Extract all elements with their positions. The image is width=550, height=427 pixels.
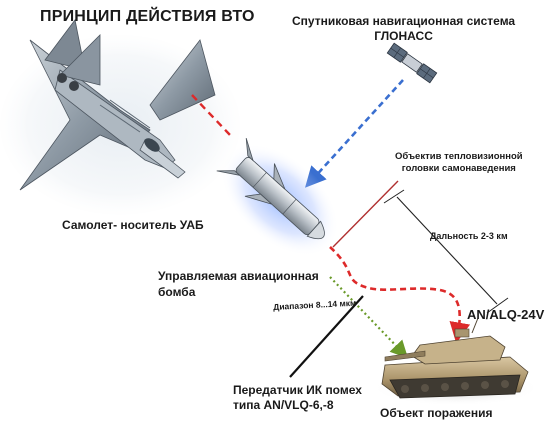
fighter-jet-icon [0, 19, 240, 215]
range-label: Дальность 2-3 км [430, 231, 508, 241]
range-extension-bottom [486, 297, 509, 314]
seeker-label-line2: головки самонаведения [401, 163, 516, 174]
tank-icon [372, 317, 540, 406]
target-label: Объект поражения [380, 406, 493, 420]
seeker-label-line1: Объектив тепловизионной [395, 151, 523, 162]
jammer-alq-label: AN/ALQ-24V [467, 307, 545, 322]
bomb-label-line1: Управляемая авиационная [158, 269, 319, 283]
ir-jamming-line [329, 276, 409, 359]
bomb-label-line2: бомба [158, 285, 196, 299]
satellite-icon [386, 42, 438, 84]
transmitter-label: Передатчик ИК помех типа AN/VLQ-6,-8 [233, 383, 362, 413]
seeker-callout-line [332, 180, 399, 248]
attack-trajectory-path [329, 246, 471, 344]
release-trajectory-line [191, 94, 231, 136]
satellite-label: Спутниковая навигационная система ГЛОНАС… [292, 14, 515, 44]
range-extension-top [383, 189, 405, 204]
bomb-label: Управляемая авиационная бомба [158, 268, 319, 300]
page-title: ПРИНЦИП ДЕЙСТВИЯ ВТО [40, 8, 255, 25]
glonass-signal-line [305, 79, 404, 188]
transmitter-line [289, 295, 364, 378]
transmitter-label-line2: типа AN/VLQ-6,-8 [233, 398, 334, 412]
satellite-label-line1: Спутниковая навигационная система [292, 14, 516, 28]
seeker-label: Объектив тепловизионной головки самонаве… [395, 151, 523, 175]
satellite-label-line2: ГЛОНАСС [374, 29, 433, 43]
range-dimension-line [396, 196, 498, 305]
transmitter-label-line1: Передатчик ИК помех [233, 383, 362, 397]
carrier-label: Самолет- носитель УАБ [62, 218, 204, 232]
guided-bomb-icon [216, 138, 340, 257]
